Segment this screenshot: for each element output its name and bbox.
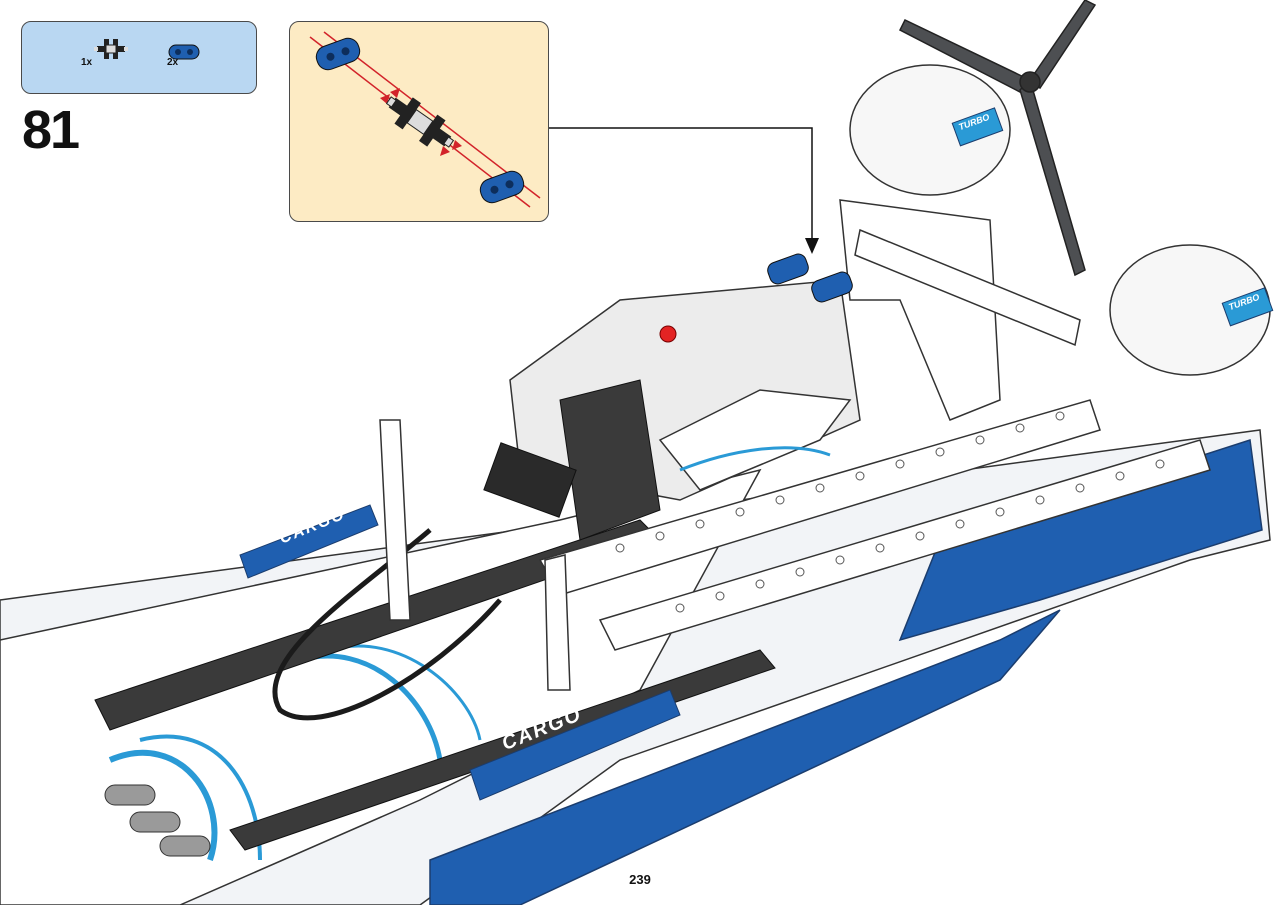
cable bbox=[272, 528, 502, 721]
deck-swoosh bbox=[108, 749, 218, 861]
quantity-label: 1x bbox=[81, 57, 93, 68]
red-light bbox=[659, 325, 677, 343]
installed-blue-beam bbox=[811, 271, 853, 303]
connector-axle-joiner-icon bbox=[94, 39, 128, 59]
subassembly-arrows-icon bbox=[309, 31, 541, 208]
propeller bbox=[898, 0, 1097, 277]
quantity-label: 2x bbox=[167, 57, 179, 68]
vent bbox=[104, 784, 156, 806]
page-number: 239 bbox=[629, 872, 651, 887]
subassembly-callout bbox=[289, 21, 549, 222]
parts-list-box: 1x 2x bbox=[21, 21, 257, 94]
vent bbox=[129, 811, 181, 833]
step-number: 81 bbox=[22, 100, 80, 160]
cabin-canopy bbox=[658, 389, 852, 491]
cargo-panel bbox=[469, 689, 681, 801]
callout-arrow-head bbox=[805, 238, 819, 254]
rotor-label-badge bbox=[1221, 287, 1274, 327]
installed-blue-beam bbox=[767, 253, 809, 285]
rotor-label-badge bbox=[951, 107, 1004, 147]
cabin-stripe bbox=[679, 446, 831, 472]
white-beam-frame bbox=[379, 419, 411, 621]
parts-list-item: 1x bbox=[81, 34, 128, 68]
white-beam-frame bbox=[598, 439, 1211, 651]
hull-blue-lower bbox=[429, 609, 1061, 905]
deck-swoosh bbox=[299, 653, 443, 761]
parts-list-item: 2x bbox=[167, 42, 201, 68]
tower-beam bbox=[854, 228, 1081, 347]
blue-beam-2-icon bbox=[168, 44, 200, 60]
dark-beam bbox=[229, 649, 776, 851]
cargo-panel bbox=[239, 504, 379, 579]
engine-block bbox=[559, 379, 661, 541]
callout-arrow-line bbox=[549, 127, 813, 240]
rotor-housing bbox=[849, 64, 1011, 196]
white-beam-frame bbox=[544, 554, 571, 691]
vent bbox=[159, 835, 211, 857]
battery-box bbox=[483, 442, 577, 518]
